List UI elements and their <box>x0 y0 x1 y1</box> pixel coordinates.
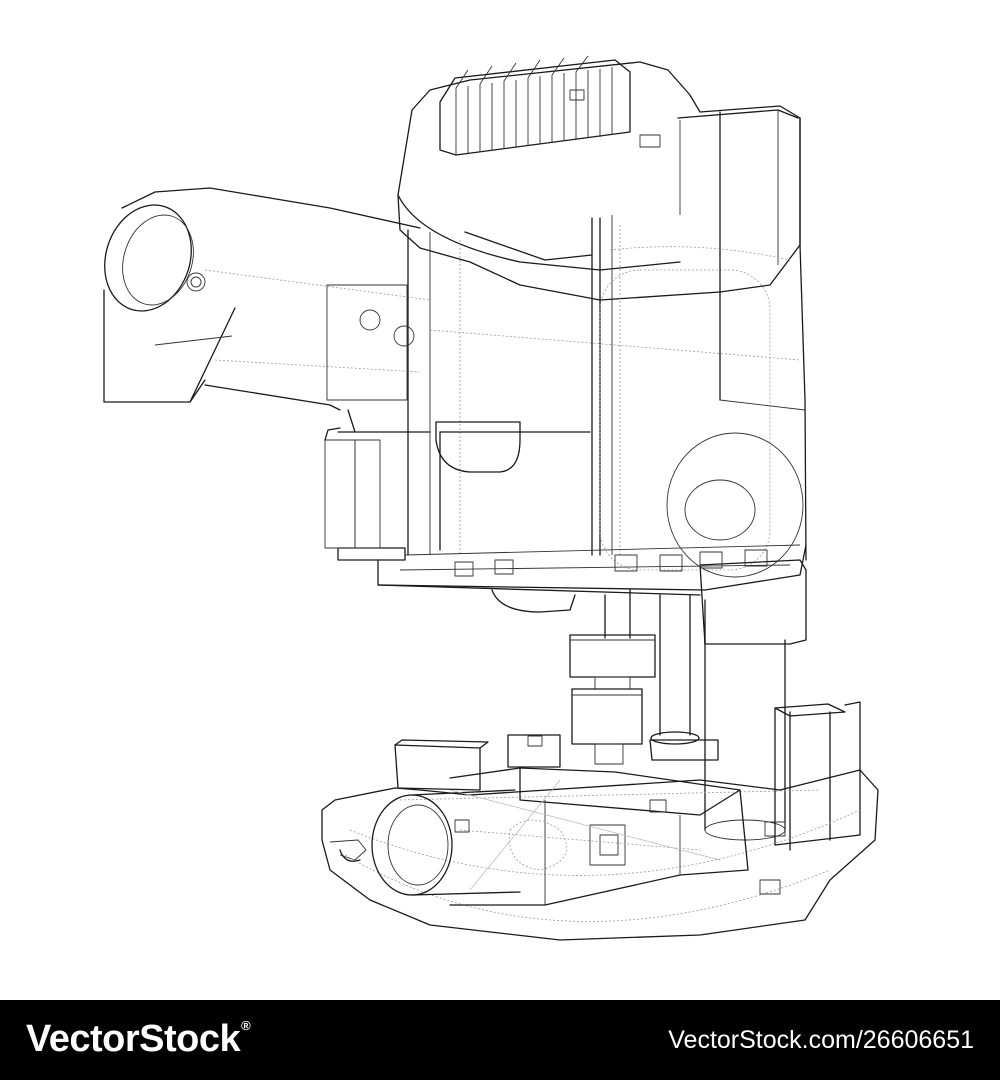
router-wireframe-illustration <box>103 55 879 941</box>
watermark-footer: VectorStock® VectorStock.com/26606651 <box>0 1000 1000 1080</box>
mid-plate <box>324 427 807 613</box>
main-body <box>326 111 807 571</box>
registered-mark: ® <box>241 1018 251 1033</box>
right-cylinder <box>666 432 807 645</box>
router-wireframe-icon <box>103 55 879 941</box>
motor-cap <box>397 61 801 301</box>
brand-name: VectorStock <box>26 1018 241 1060</box>
image-url: VectorStock.com/26606651 <box>668 1026 974 1054</box>
left-handle <box>103 187 431 411</box>
spindle <box>569 589 719 765</box>
base-plate <box>321 769 879 941</box>
cooling-fins <box>439 55 661 156</box>
brand-logo: VectorStock® <box>26 1018 251 1061</box>
right-post <box>704 639 861 851</box>
base-mechanisms <box>371 734 786 906</box>
